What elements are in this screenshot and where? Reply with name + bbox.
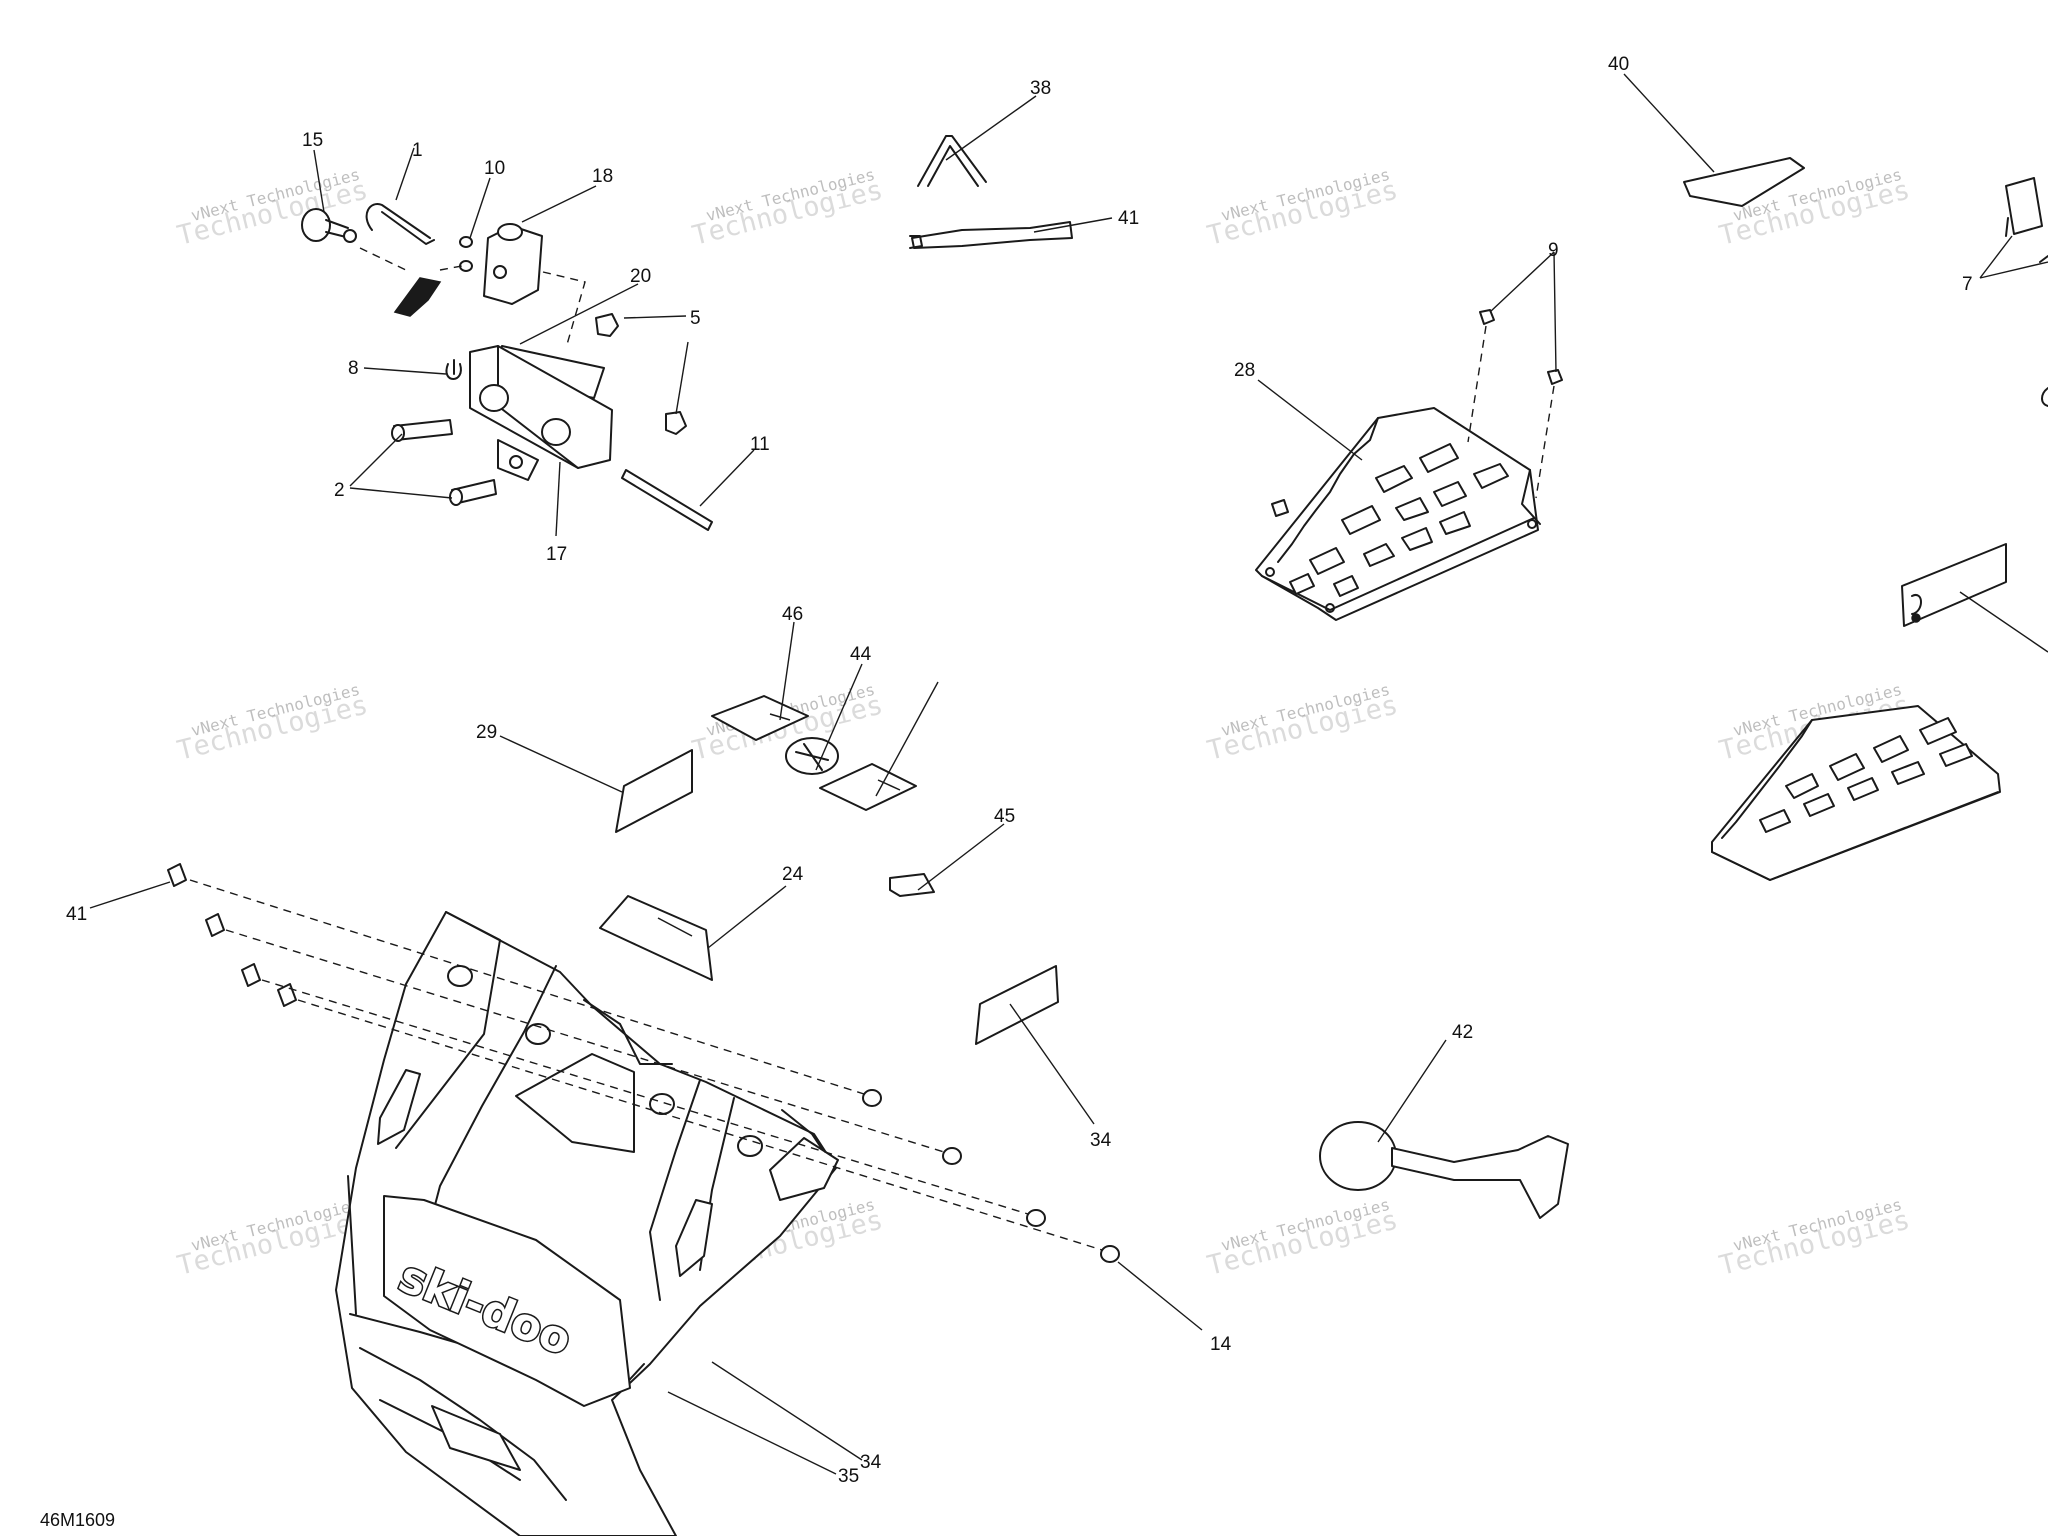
part-41-screw [167,863,297,1007]
callout-5: 5 [690,308,701,329]
part-28-decal [615,749,693,833]
part-40-mirror [1319,1121,1569,1219]
bolt [1271,499,1289,517]
callout-2: 2 [334,480,345,501]
part-35-key [917,135,987,187]
part-20-nut [862,1089,1120,1263]
callout-40: 42 [1452,1022,1473,1043]
part-36-decal [1683,157,1805,207]
callout-29: 34 [1090,1130,1112,1151]
drawing-code: 46M1609 [40,1510,115,1530]
warning-label [1901,543,2007,627]
latch-lever [393,277,442,317]
part-9-bolt [1547,369,1563,385]
callout-28: 29 [476,722,497,743]
watermark: Technologies vNext Technologies [174,680,371,767]
part-29-decal [975,965,1059,1045]
callout-18: 24 [782,864,804,885]
part-11-rod [621,469,713,531]
callout-34: 34 [860,1452,882,1473]
part-10-nut [459,260,473,272]
callout-9: 9 [1548,240,1559,261]
front-hood: ski-doo [335,911,839,1536]
part-9-bolt [1479,309,1495,325]
callout-34: 35 [838,1466,859,1487]
assembly-line [1467,325,1555,499]
callout-15: 18 [592,166,613,187]
callout-14: 17 [546,544,567,565]
part-42-emblem [785,737,839,775]
part-38-wrench [909,221,1073,249]
callout-11: 11 [750,434,770,455]
assembly-line [359,247,463,273]
callout-10: 10 [484,158,505,179]
watermark: Technologies vNext Technologies [1204,165,1401,252]
leader-lines [89,73,2048,1475]
callout-8: 8 [348,358,359,379]
callout-13: 15 [302,130,323,151]
part-46-decal [819,763,917,811]
part-7-lanyard [2005,177,2048,263]
watermark: Technologies vNext Technologies [1204,1195,1401,1282]
callout-38: 41 [1118,208,1139,229]
callout-labels: 15 1 10 18 20 8 5 11 2 17 38 41 40 9 28 … [66,54,1973,1487]
partial-part [2041,387,2048,407]
part-1-clip [365,203,435,245]
part-8-hook [445,359,462,380]
part-13-knob [301,208,357,243]
watermark: Technologies vNext Technologies [1716,1195,1913,1282]
watermark: Technologies vNext Technologies [689,165,886,252]
part-15-cover [483,223,543,305]
footrest-lower [1711,705,2001,881]
part-18-decal [599,895,713,981]
callout-44: 45 [994,806,1015,827]
callout-20: 14 [1210,1334,1232,1355]
watermark: Technologies vNext Technologies [174,165,371,252]
part-24-footrest [1255,407,1541,621]
hitch-assembly [301,203,713,531]
callout-42: 44 [850,644,872,665]
callout-41: 41 [66,904,87,925]
part-10-nut [459,236,473,248]
callout-45: 46 [782,604,803,625]
assembly-line [189,879,1103,1251]
callout-7: 7 [1962,274,1973,295]
callout-35: 38 [1030,78,1051,99]
callout-36: 40 [1608,54,1629,75]
watermark: Technologies vNext Technologies [1204,680,1401,767]
part-14-bracket [469,345,613,481]
part-5-nut [665,411,687,435]
part-5-nut [595,313,619,337]
callout-24: 28 [1234,360,1255,381]
part-44-clip [889,873,935,897]
assembly-line [542,271,586,349]
callout-1: 1 [412,140,423,161]
callout-17: 20 [630,266,651,287]
